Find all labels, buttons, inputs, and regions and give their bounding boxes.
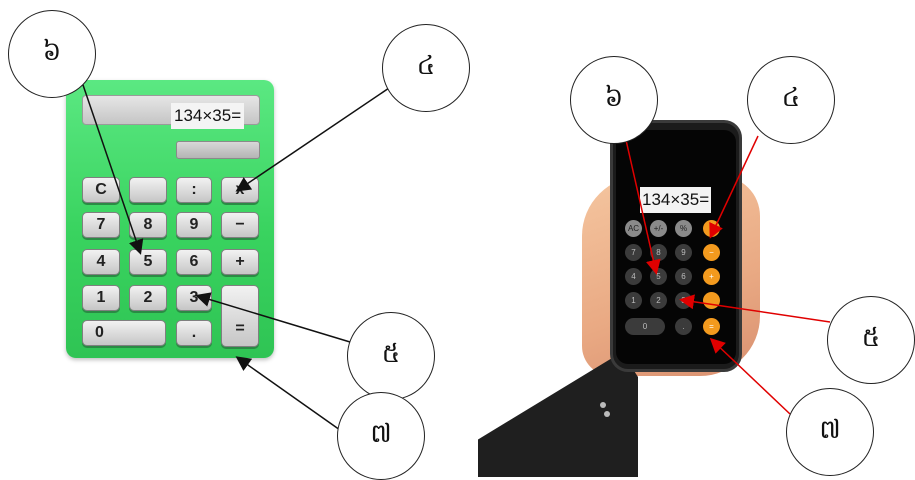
phone-calculator-expression: 134×35=: [640, 187, 712, 213]
green-key-4[interactable]: 4: [82, 249, 120, 275]
phone-key-plusminus[interactable]: +/-: [650, 220, 667, 237]
green-key-blank[interactable]: [129, 177, 167, 203]
green-key-minus[interactable]: −: [221, 212, 259, 238]
arrow-six-to-phone-5: [625, 139, 661, 275]
phone-key-6[interactable]: 6: [675, 268, 692, 285]
sleeve-button: [604, 411, 610, 417]
phone-key-dot[interactable]: .: [675, 318, 692, 335]
phone-key-8[interactable]: 8: [650, 244, 667, 261]
label-circle-seven-left: ៧: [337, 392, 425, 480]
label-circle-five-right: ៥: [827, 296, 915, 384]
sleeve-button: [600, 402, 606, 408]
arrow-four-to-phone-times: [709, 135, 759, 239]
green-key-1[interactable]: 1: [82, 285, 120, 311]
phone-key-equals[interactable]: =: [703, 318, 720, 335]
green-key-colon[interactable]: :: [176, 177, 212, 203]
phone-key-2[interactable]: 2: [650, 292, 667, 309]
green-key-dot[interactable]: .: [176, 320, 212, 346]
green-key-c[interactable]: C: [82, 177, 120, 203]
green-key-7[interactable]: 7: [82, 212, 120, 238]
label-circle-four-right: ៤: [747, 56, 835, 144]
green-key-2[interactable]: 2: [129, 285, 167, 311]
phone-key-9[interactable]: 9: [675, 244, 692, 261]
phone-key-minus[interactable]: −: [703, 244, 720, 261]
green-key-9[interactable]: 9: [176, 212, 212, 238]
label-circle-five-left: ៥: [347, 312, 435, 400]
arrow-seven-to-phone-equals: [709, 337, 791, 415]
label-circle-six-right: ៦: [570, 56, 658, 144]
phone-key-7[interactable]: 7: [625, 244, 642, 261]
phone-key-percent[interactable]: %: [675, 220, 692, 237]
phone-key-4[interactable]: 4: [625, 268, 642, 285]
green-key-6[interactable]: 6: [176, 249, 212, 275]
green-key-8[interactable]: 8: [129, 212, 167, 238]
label-circle-seven-right: ៧: [786, 388, 874, 476]
green-key-plus[interactable]: +: [221, 249, 259, 275]
label-circle-six-left: ៦: [8, 10, 96, 98]
green-calculator-solar-panel: [176, 141, 260, 159]
phone-key-plus[interactable]: +: [703, 268, 720, 285]
arrow-five-to-phone-3: [679, 294, 831, 323]
phone-key-0[interactable]: 0: [625, 318, 665, 335]
phone-key-ac[interactable]: AC: [625, 220, 642, 237]
arrow-five-to-key-3: [195, 292, 351, 343]
arrow-six-to-key-5: [81, 81, 144, 255]
label-circle-four-left: ៤: [382, 24, 470, 112]
green-key-0[interactable]: 0: [82, 320, 166, 346]
green-key-equals[interactable]: =: [221, 285, 259, 347]
arrow-seven-to-equals: [235, 356, 341, 431]
phone-key-1[interactable]: 1: [625, 292, 642, 309]
arrow-four-to-times: [235, 85, 393, 192]
green-calculator-expression: 134×35=: [171, 103, 245, 129]
